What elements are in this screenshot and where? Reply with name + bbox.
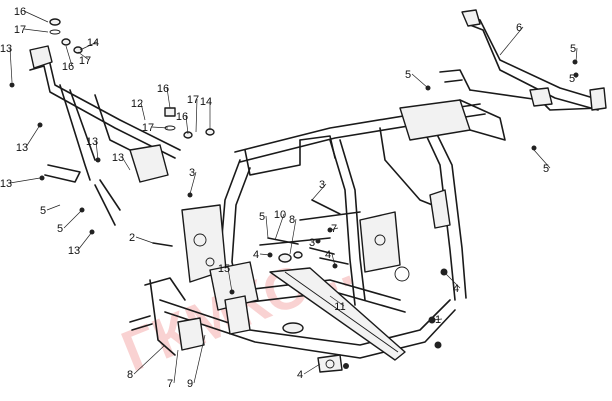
callout-label: 4 bbox=[253, 249, 259, 261]
front-upper-subframe bbox=[9, 18, 215, 235]
leader-lines bbox=[9, 10, 578, 384]
callout-label: 16 bbox=[157, 83, 169, 95]
callout-label: 13 bbox=[112, 152, 124, 164]
rear-upper-subframe bbox=[425, 9, 607, 151]
callout-label: 17 bbox=[187, 94, 199, 106]
callout-leader bbox=[9, 47, 13, 83]
callout-label: 3 bbox=[319, 179, 325, 191]
callout-label: 4 bbox=[453, 283, 459, 295]
callout-leader bbox=[9, 177, 41, 184]
callout-leader bbox=[329, 227, 339, 231]
callout-leader bbox=[63, 209, 83, 229]
callout-label: 16 bbox=[62, 61, 74, 73]
callout-label: 8 bbox=[127, 369, 133, 381]
callout-label: 5 bbox=[570, 43, 576, 55]
callout-leader bbox=[133, 344, 166, 375]
callout-label: 14 bbox=[200, 96, 212, 108]
callout-label: 17 bbox=[142, 122, 154, 134]
callout-leader bbox=[227, 267, 233, 293]
callout-label: 5 bbox=[405, 69, 411, 81]
callout-label: 14 bbox=[87, 37, 99, 49]
loose-fasteners bbox=[152, 199, 349, 295]
callout-label: 16 bbox=[14, 6, 26, 18]
callout-label: 5 bbox=[569, 73, 575, 85]
callout-leader bbox=[259, 253, 271, 256]
callout-label: 5 bbox=[543, 163, 549, 175]
callout-leader bbox=[289, 218, 297, 255]
callout-label: 17 bbox=[79, 55, 91, 67]
callout-leader bbox=[274, 213, 285, 241]
callout-leader bbox=[95, 140, 99, 161]
callout-leader bbox=[411, 73, 429, 89]
callout-leader bbox=[65, 45, 73, 67]
callout-leader bbox=[575, 47, 578, 63]
callout-leader bbox=[193, 334, 206, 384]
callout-leader bbox=[173, 349, 179, 384]
callout-label: 5 bbox=[57, 223, 63, 235]
callout-label: 1 bbox=[435, 314, 441, 326]
callout-label: 6 bbox=[516, 22, 522, 34]
callout-leader bbox=[331, 253, 336, 267]
main-frame bbox=[129, 99, 506, 373]
callout-label: 7 bbox=[167, 378, 173, 390]
callout-label: 17 bbox=[14, 24, 26, 36]
callout-label: 5 bbox=[259, 211, 265, 223]
callout-leader bbox=[140, 102, 146, 121]
callout-leader bbox=[311, 183, 327, 201]
callout-leader bbox=[303, 363, 321, 375]
callout-leader bbox=[195, 98, 198, 133]
callout-label: 9 bbox=[187, 378, 193, 390]
callout-leader bbox=[431, 318, 443, 321]
callout-leader bbox=[77, 231, 93, 251]
callout-leader bbox=[135, 236, 154, 244]
callout-label: 8 bbox=[289, 214, 295, 226]
callout-label: 16 bbox=[176, 111, 188, 123]
callout-leader bbox=[315, 240, 319, 243]
callout-leader bbox=[189, 171, 197, 195]
callout-leader bbox=[265, 215, 269, 239]
callout-leader bbox=[166, 87, 171, 109]
callout-label: 5 bbox=[40, 205, 46, 217]
callout-label: 13 bbox=[68, 245, 80, 257]
callout-label: 3 bbox=[189, 167, 195, 179]
callout-leader bbox=[121, 156, 131, 171]
callout-label: 2 bbox=[129, 232, 135, 244]
callout-label: 11 bbox=[334, 301, 345, 313]
callout-leader bbox=[151, 126, 169, 129]
callout-leader bbox=[443, 271, 461, 289]
callout-leader bbox=[23, 10, 49, 23]
callout-label: 10 bbox=[274, 209, 286, 221]
callout-label: 13 bbox=[86, 136, 98, 148]
callout-label: 13 bbox=[0, 43, 12, 55]
callout-label: 7 bbox=[331, 223, 337, 235]
callout-label: 13 bbox=[16, 142, 28, 154]
callout-leader bbox=[77, 51, 90, 61]
callout-label: 12 bbox=[131, 98, 143, 110]
callout-label: 4 bbox=[325, 249, 331, 261]
callout-label: 15 bbox=[218, 263, 230, 275]
callout-label: 4 bbox=[297, 369, 303, 381]
callout-leader bbox=[79, 41, 98, 51]
callout-leader bbox=[499, 26, 524, 56]
callout-leader bbox=[25, 124, 41, 148]
callout-leader bbox=[533, 149, 551, 169]
callout-label: 3 bbox=[309, 237, 315, 249]
callout-label: 13 bbox=[0, 178, 12, 190]
callout-leader bbox=[46, 204, 61, 211]
callout-leader bbox=[329, 295, 345, 307]
callout-leader bbox=[185, 115, 189, 135]
callout-leader bbox=[23, 28, 49, 33]
